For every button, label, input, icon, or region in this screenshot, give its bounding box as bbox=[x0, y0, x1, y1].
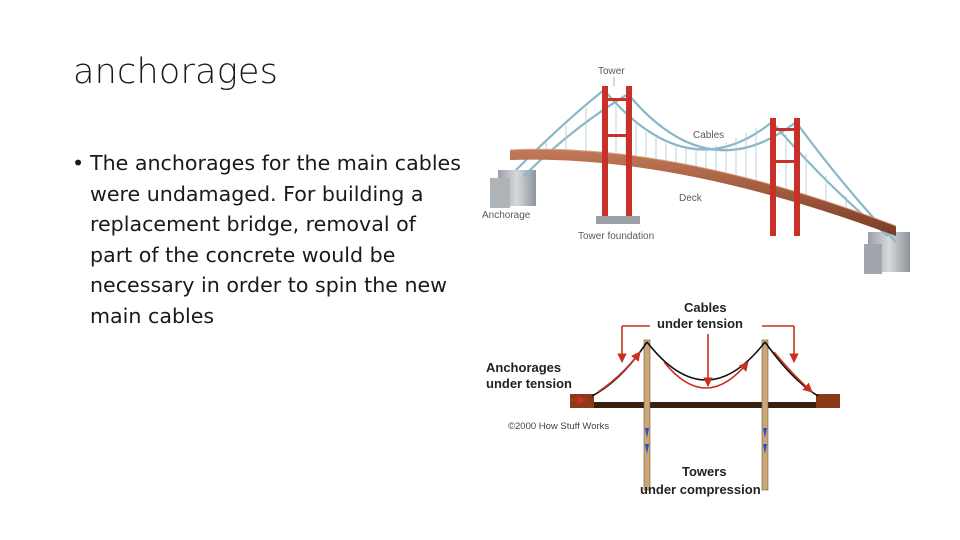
compression-arrows bbox=[645, 428, 767, 454]
towers bbox=[643, 339, 769, 491]
slide-title: anchorages bbox=[73, 52, 279, 92]
bullet-item: • The anchorages for the main cables wer… bbox=[72, 148, 462, 331]
bullet-text: The anchorages for the main cables were … bbox=[90, 151, 461, 328]
label-tower: Tower bbox=[598, 66, 625, 77]
label-towers-line1: Towers bbox=[682, 464, 727, 479]
force-diagram: Cables under tension Anchorages under te… bbox=[486, 300, 840, 497]
label-tower-foundation: Tower foundation bbox=[578, 231, 654, 242]
label-cables: Cables bbox=[693, 130, 724, 141]
label-cables-line1: Cables bbox=[684, 300, 727, 315]
label-anchorage: Anchorage bbox=[482, 210, 531, 221]
bullet-dot: • bbox=[72, 151, 85, 175]
label-towers-line2: under compression bbox=[640, 482, 761, 497]
label-cables-line2: under tension bbox=[657, 316, 743, 331]
label-anchorages-line2: under tension bbox=[486, 376, 572, 391]
diagram-bottom-labels: Cables under tension Anchorages under te… bbox=[486, 300, 761, 497]
right-anchorage bbox=[864, 232, 910, 274]
label-anchorages-line1: Anchorages bbox=[486, 360, 561, 375]
deck-bar bbox=[574, 402, 836, 408]
tower-right bbox=[770, 118, 800, 236]
label-copyright: ©2000 How Stuff Works bbox=[508, 421, 609, 432]
bridge-deck bbox=[509, 148, 897, 236]
tower-left bbox=[596, 86, 640, 224]
left-anchorage bbox=[490, 170, 536, 208]
bullet-list: • The anchorages for the main cables wer… bbox=[72, 148, 462, 331]
anchorage-left bbox=[570, 394, 594, 408]
label-deck: Deck bbox=[679, 193, 703, 204]
anchorage-right bbox=[816, 394, 840, 408]
diagram-top-labels: Tower Cables Deck Anchorage Tower founda… bbox=[482, 66, 724, 242]
bridge-illustration: Tower Cables Deck Anchorage Tower founda… bbox=[482, 66, 910, 274]
tension-arrows bbox=[570, 325, 813, 405]
